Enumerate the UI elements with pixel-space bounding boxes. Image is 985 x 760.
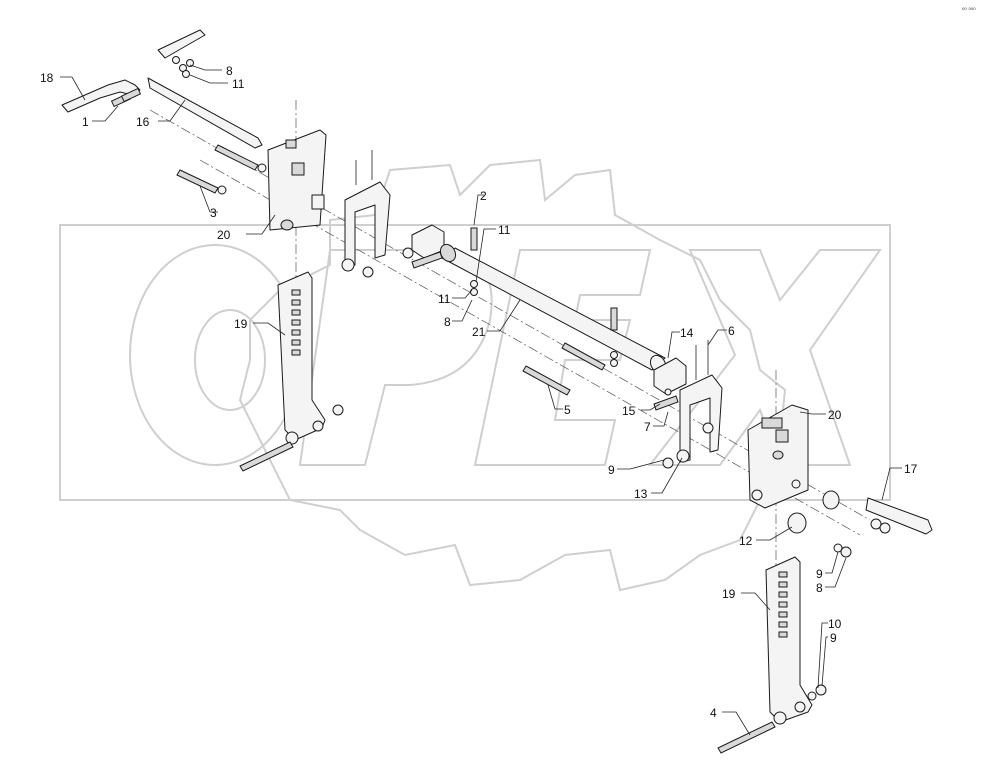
callout-6: 6 [728,324,735,338]
vertical-arm-part-19-right [717,556,827,754]
vertical-arm-part-19-left [239,271,344,472]
callout-11: 11 [438,292,451,306]
callout-18: 18 [40,71,54,85]
callout-19: 19 [722,587,736,601]
arm-slots-right [778,571,788,638]
clamp-block-right [653,357,687,411]
callout-9: 9 [830,631,837,645]
callout-3: 3 [210,206,217,220]
callout-17: 17 [904,462,918,476]
side-plate-part-20-left [267,129,327,231]
callout-10: 10 [828,617,842,631]
side-plate-part-20-right [747,404,809,509]
callout-15: 15 [622,404,636,418]
corner-mark: ⁰⁰ ⁰⁰⁰ [962,7,976,14]
clamp-block-left [402,224,445,269]
callout-labels: 18 8 11 1 16 3 20 2 11 11 8 21 19 14 6 5… [40,64,918,720]
leader-lines [60,64,902,736]
strip-part-16 [147,29,263,149]
gear-watermark [59,158,891,592]
bolt-part-1 [110,87,142,108]
spacers-part-12 [787,490,852,558]
callout-20: 20 [828,408,842,422]
upright-bracket-right [662,340,723,469]
upright-bracket-left [341,150,391,278]
assembly-axes [149,100,871,650]
callout-2: 2 [480,189,487,203]
callout-1: 1 [82,115,89,129]
callout-19: 19 [234,317,248,331]
callout-8: 8 [444,315,451,329]
callout-20: 20 [217,228,231,242]
callout-14: 14 [680,326,694,340]
callout-11: 11 [232,77,245,91]
callout-9: 9 [608,463,615,477]
callout-5: 5 [564,403,571,417]
callout-7: 7 [644,420,651,434]
washers-part-8-11 [172,56,194,78]
strip-part-17 [865,497,933,535]
bolt-part-2 [470,227,478,296]
callout-8: 8 [816,581,823,595]
callout-4: 4 [710,706,717,720]
callout-11: 11 [498,223,511,237]
callout-12: 12 [739,534,753,548]
callout-21: 21 [472,325,486,339]
callout-9: 9 [816,567,823,581]
callout-16: 16 [136,115,150,129]
arm-slots-left [291,289,301,356]
callout-13: 13 [634,487,648,501]
bolt-part-5 [522,307,618,396]
bolt-part-3 [176,144,267,195]
opex-watermark [129,244,882,466]
callout-8: 8 [226,64,233,78]
